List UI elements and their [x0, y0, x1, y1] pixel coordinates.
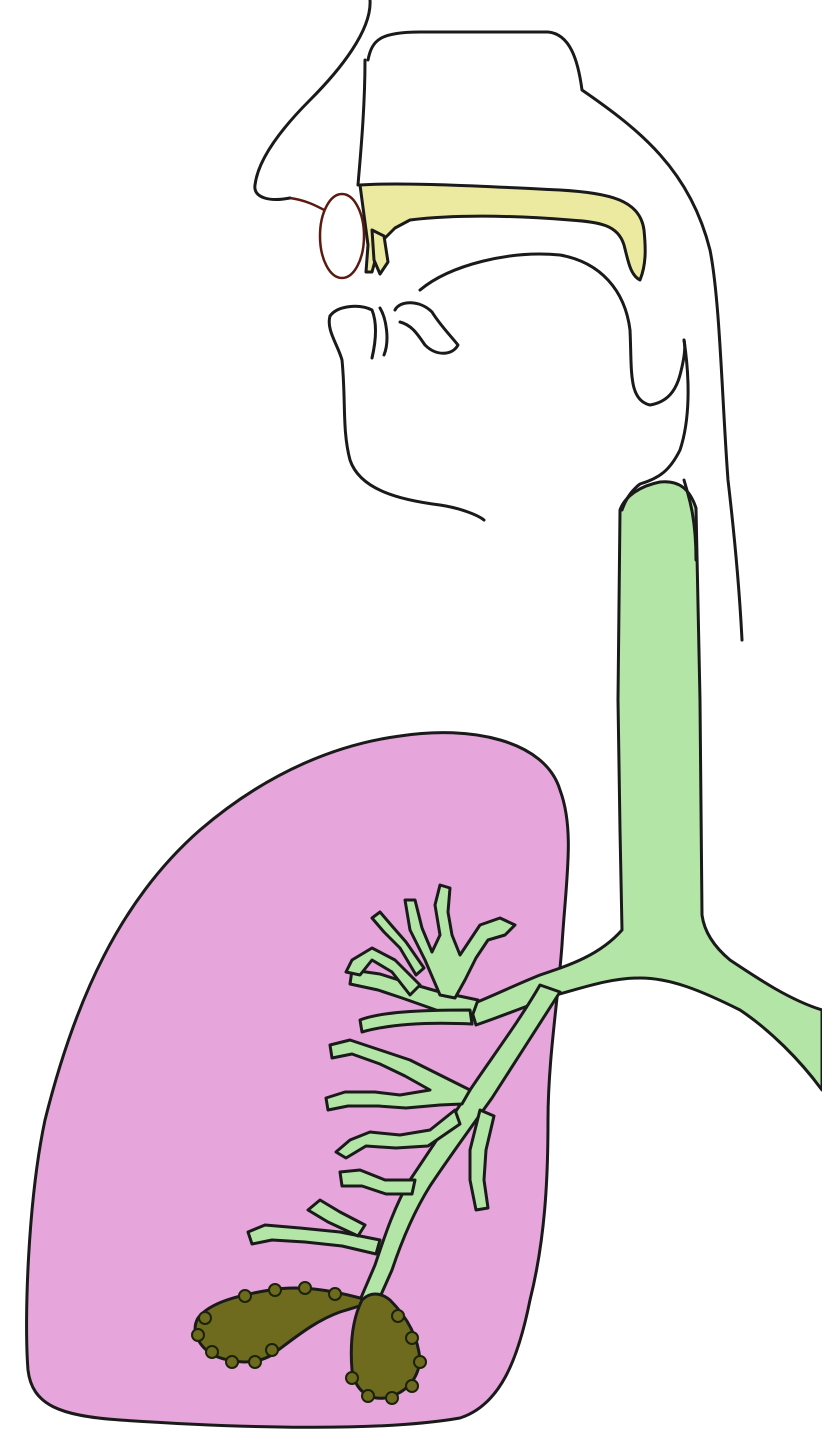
- alveolus: [299, 1282, 311, 1294]
- lip-upper-blob: [320, 194, 364, 278]
- alveolus: [249, 1356, 261, 1368]
- alveolus: [239, 1290, 251, 1302]
- alveolus: [329, 1288, 341, 1300]
- mouth: [420, 254, 685, 405]
- lower-teeth: [380, 308, 387, 355]
- alveolus: [206, 1346, 218, 1358]
- upper-lip: [290, 198, 328, 212]
- alveolus: [392, 1310, 404, 1322]
- alveolus: [386, 1392, 398, 1404]
- nasal-cavity: [360, 184, 645, 280]
- alveolus: [406, 1332, 418, 1344]
- alveolus: [192, 1329, 204, 1341]
- nose-profile: [255, 0, 370, 199]
- alveolus: [406, 1380, 418, 1392]
- alveolus: [346, 1372, 358, 1384]
- alveolus: [199, 1312, 211, 1324]
- tongue: [395, 303, 458, 354]
- alveolus: [362, 1390, 374, 1402]
- lower-lip-top: [330, 306, 375, 358]
- alveolus: [269, 1284, 281, 1296]
- lower-lip: [329, 316, 484, 520]
- nasal-cavity-roof: [358, 60, 365, 185]
- alveolus: [266, 1344, 278, 1356]
- alveolus: [226, 1356, 238, 1368]
- alveolus: [414, 1356, 426, 1368]
